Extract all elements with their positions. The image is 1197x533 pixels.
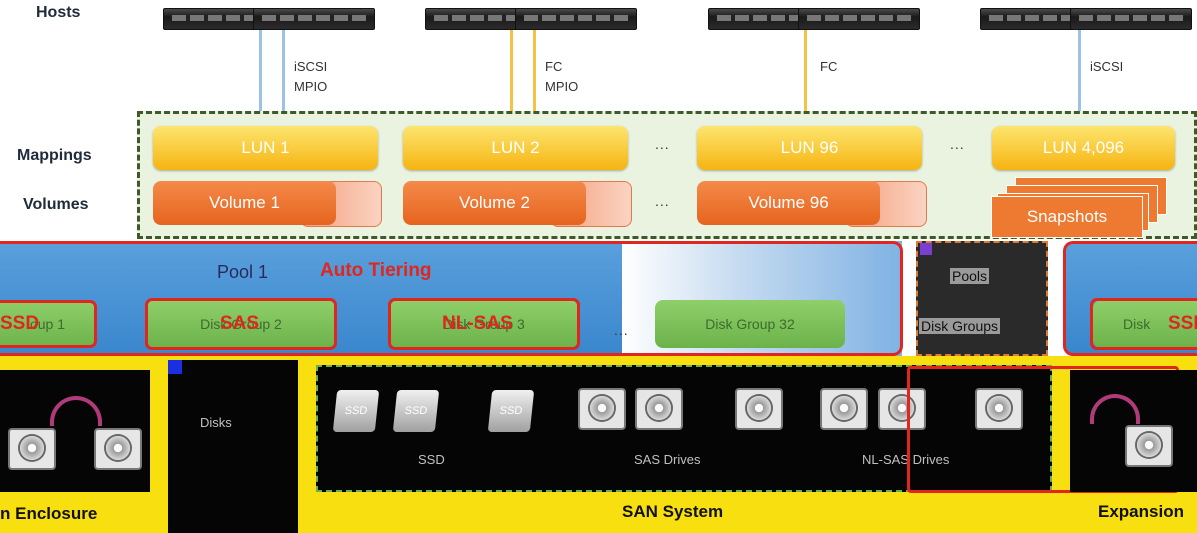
nlsas-tier-highlight: [388, 298, 580, 350]
disks-legend-panel: [168, 360, 298, 533]
snapshots: Snapshots: [991, 196, 1143, 238]
ssd-tier-highlight: [0, 300, 97, 348]
legend-box: [916, 241, 1048, 356]
hdd-icon: [975, 388, 1023, 430]
connection-line: [510, 30, 513, 126]
san-system-label: SAN System: [622, 502, 724, 521]
legend-pools: Pools: [950, 268, 990, 284]
ssd-tier-label: SSD: [0, 313, 40, 334]
disks-label: Disks: [200, 415, 232, 430]
connection-line: [1078, 30, 1081, 126]
ssd-icon: SSD: [392, 390, 440, 432]
hdd-icon: [635, 388, 683, 430]
ellipsis: ...: [655, 193, 670, 209]
host-server-4b-icon: [1070, 8, 1192, 30]
connection-label: FC: [820, 59, 838, 74]
connection-line: [804, 30, 807, 126]
hdd-icon: [8, 428, 56, 470]
volume-1: Volume 1: [153, 181, 336, 225]
hosts-label: Hosts: [36, 4, 81, 21]
san-system-panel: [316, 365, 1052, 492]
ssd-icon: SSD: [332, 390, 380, 432]
volume-2: Volume 2: [403, 181, 586, 225]
migration-arrow-icon: [1090, 394, 1140, 424]
legend-marker: [920, 243, 932, 255]
disks-marker: [168, 360, 182, 374]
connection-label: iSCSI: [1090, 59, 1124, 74]
pool-title: Pool 1: [217, 262, 269, 282]
ellipsis: ...: [614, 322, 629, 338]
expansion-label: Expansion: [1098, 502, 1184, 521]
host-server-1b-icon: [253, 8, 375, 30]
ssd-icon: SSD: [487, 390, 535, 432]
connection-line: [533, 30, 536, 126]
volume-96: Volume 96: [697, 181, 880, 225]
disk-group-32: Disk Group 32: [655, 300, 845, 348]
lun-96: LUN 96: [697, 126, 922, 170]
connection-line: [282, 30, 285, 126]
disk-group-2: Disk Group 2: [147, 300, 335, 348]
lun-1: LUN 1: [153, 126, 378, 170]
nlsas-drives-label: NL-SAS Drives: [862, 452, 950, 467]
lun-2: LUN 2: [403, 126, 628, 170]
connection-line: [259, 30, 262, 126]
hdd-icon: [94, 428, 142, 470]
sas-tier-label: SAS: [220, 313, 260, 334]
hdd-icon: [820, 388, 868, 430]
lun-4096: LUN 4,096: [992, 126, 1175, 170]
sas-drives-label: SAS Drives: [634, 452, 701, 467]
host-server-2b-icon: [515, 8, 637, 30]
mappings-label: Mappings: [17, 147, 92, 164]
disk-group-1: oup 1: [0, 300, 95, 348]
migration-arrow-icon: [50, 396, 102, 426]
volumes-label: Volumes: [23, 196, 89, 213]
ssd-drives-label: SSD: [418, 452, 445, 467]
hdd-icon: [878, 388, 926, 430]
ellipsis: ...: [950, 136, 965, 152]
pool-1-border: [0, 241, 903, 356]
legend-disk-groups: Disk Groups: [919, 318, 1001, 334]
ssd-right-highlight: [1090, 298, 1197, 350]
hdd-icon: [578, 388, 626, 430]
auto-tiering-label: Auto Tiering: [320, 260, 432, 281]
ellipsis: ...: [655, 136, 670, 152]
ssd-right-label: SSD: [1168, 313, 1197, 334]
enclosure-label: n Enclosure: [0, 504, 98, 523]
hdd-icon: [1125, 425, 1173, 467]
host-server-3b-icon: [798, 8, 920, 30]
nlsas-tier-label: NL-SAS: [442, 313, 513, 334]
disk-group-3: Disk Group 3: [390, 300, 578, 348]
sas-tier-highlight: [145, 298, 337, 350]
disk-group-right: Disk: [1093, 300, 1197, 348]
hdd-icon: [735, 388, 783, 430]
